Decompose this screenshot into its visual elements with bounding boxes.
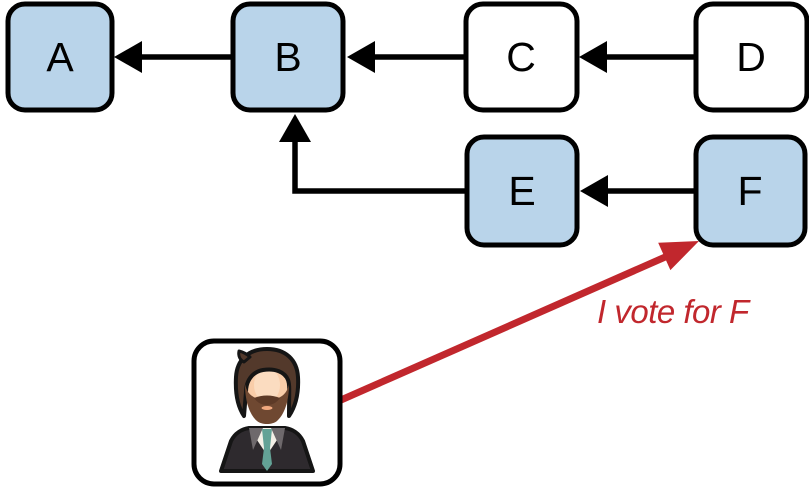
node-B-box [230, 1, 346, 113]
tie [262, 429, 272, 471]
edge-E-to-B [279, 114, 467, 194]
node-C-label: C [506, 34, 536, 80]
node-B: B [230, 1, 346, 113]
node-F-label: F [737, 168, 762, 214]
mouth [261, 406, 273, 410]
node-B-label: B [274, 34, 301, 80]
node-C-box [463, 1, 580, 113]
lapel-right [271, 428, 285, 450]
edge-D-to-C [579, 41, 696, 73]
voter-avatar [191, 338, 343, 487]
vote-arrow: I vote for F [339, 241, 752, 404]
lapel-left [249, 428, 263, 450]
vote-arrowhead-icon [658, 241, 699, 271]
node-E-box [464, 134, 580, 248]
arrowhead-up-icon [279, 114, 311, 142]
node-E: E [464, 134, 580, 248]
hair-flick [237, 349, 252, 364]
node-D-label: D [736, 34, 766, 80]
mustache [254, 395, 280, 405]
node-A-label: A [46, 34, 74, 80]
node-C: C [463, 1, 580, 113]
node-E-label: E [508, 168, 535, 214]
edge-B-to-A [114, 41, 233, 73]
vote-label: I vote for F [597, 293, 751, 330]
vote-line [339, 250, 674, 404]
person-icon [219, 347, 315, 473]
node-D-box [693, 1, 809, 113]
node-D: D [693, 1, 809, 113]
hair [233, 347, 301, 418]
arrowhead-left-icon [580, 175, 608, 207]
node-A: A [5, 1, 115, 113]
arrowhead-left-icon [347, 41, 375, 73]
node-A-box [5, 1, 115, 113]
node-F-box [693, 134, 808, 248]
edge-C-to-B [347, 41, 466, 73]
node-F: F [693, 134, 808, 248]
arrowhead-left-icon [579, 41, 607, 73]
edge-F-to-E [580, 175, 696, 207]
edge-elbow-line [292, 142, 467, 194]
face-highlight [254, 368, 280, 402]
arrowhead-left-icon [114, 41, 142, 73]
